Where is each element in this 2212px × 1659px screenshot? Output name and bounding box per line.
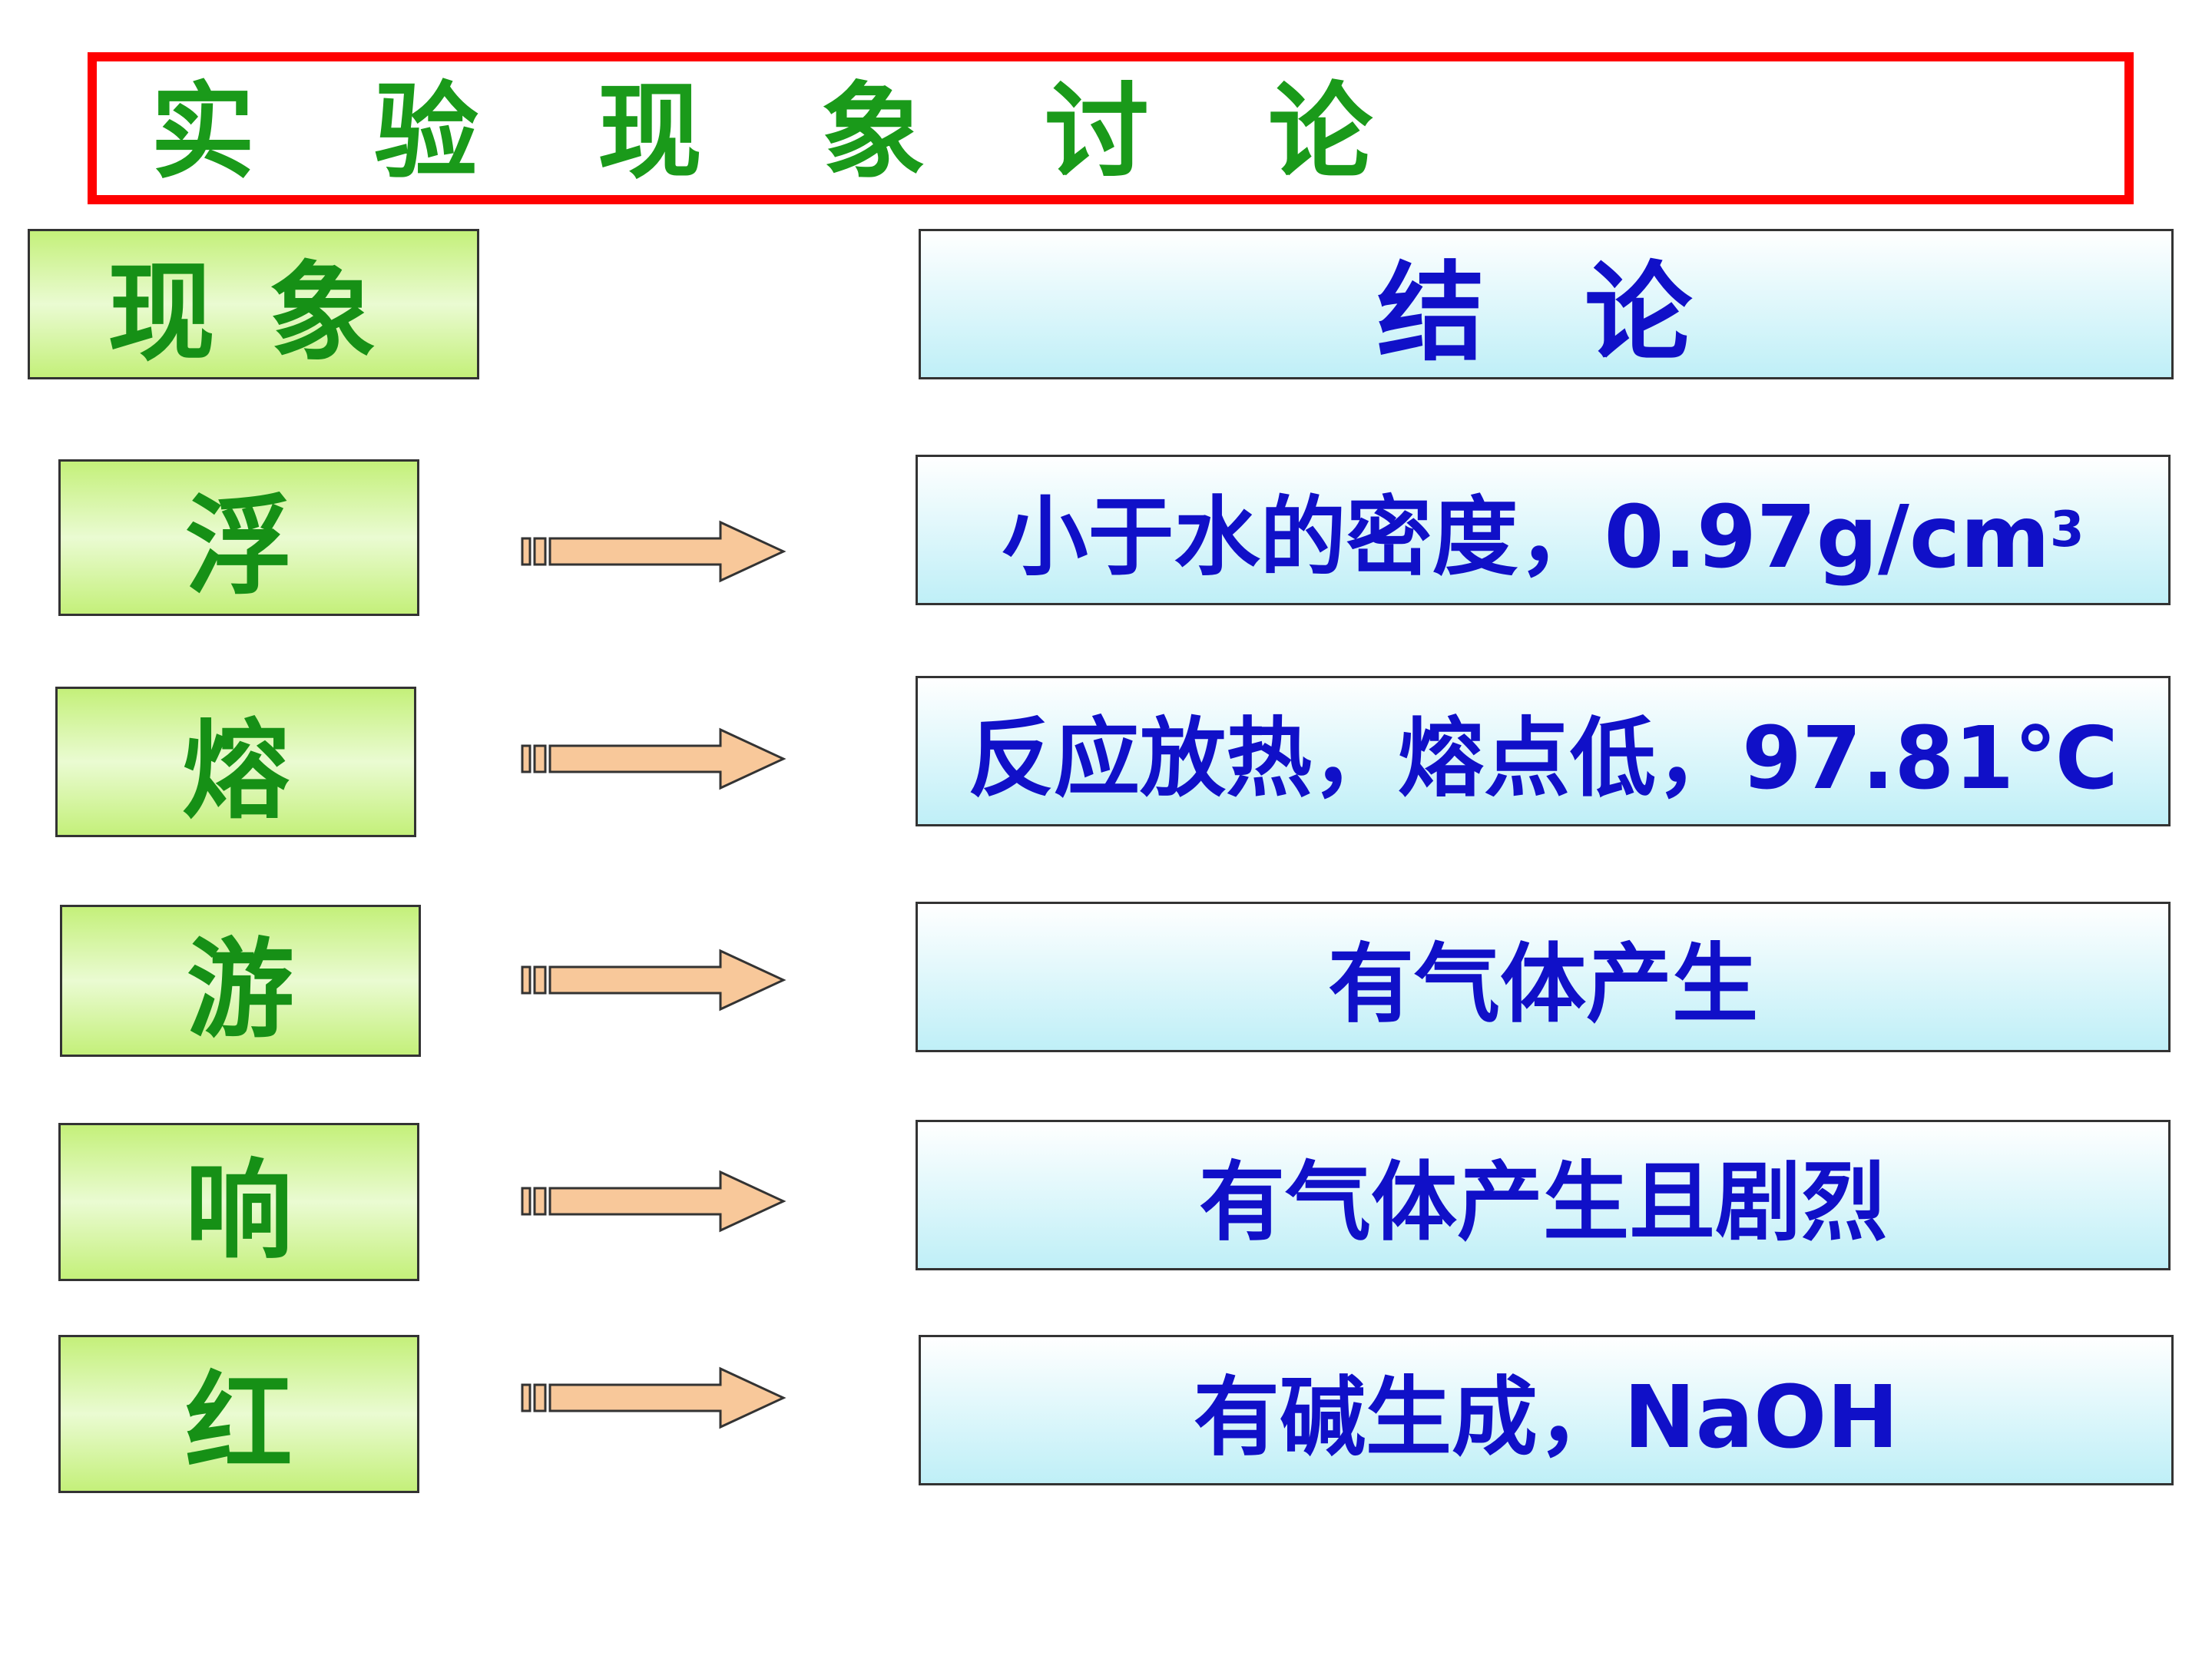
conclusion-text: 反应放热，熔点低，97.81℃ (968, 709, 2118, 809)
phenomenon-box-float: 浮 (58, 459, 419, 616)
phenomenon-label: 熔 (181, 709, 290, 834)
phenomenon-box-red: 红 (58, 1335, 419, 1493)
right-arrow-icon (521, 1366, 786, 1429)
right-arrow-icon (521, 520, 786, 583)
conclusion-text: 小于水的密度，0.97g/cm (1002, 488, 2050, 588)
conclusion-text: 有碱生成，NaOH (1193, 1368, 1899, 1468)
phenomenon-label: 浮 (184, 485, 293, 610)
phenomenon-box-swim: 游 (60, 905, 421, 1057)
right-arrow-icon (521, 1170, 786, 1233)
phenomenon-box-sound: 响 (58, 1123, 419, 1281)
conclusion-box-swim: 有气体产生 (916, 902, 2171, 1052)
phenomenon-header-label: 现象 (107, 251, 430, 376)
conclusion-box-melt: 反应放热，熔点低，97.81℃ (916, 676, 2171, 826)
conclusion-text: 有气体产生 (1328, 935, 1758, 1035)
phenomenon-header: 现象 (28, 229, 479, 379)
conclusion-box-red: 有碱生成，NaOH (919, 1335, 2174, 1485)
conclusion-header: 结论 (919, 229, 2174, 379)
phenomenon-box-melt: 熔 (55, 687, 416, 837)
phenomenon-label: 红 (184, 1361, 293, 1486)
right-arrow-icon (521, 949, 786, 1012)
conclusion-box-sound: 有气体产生且剧烈 (916, 1120, 2171, 1270)
phenomenon-label: 游 (186, 928, 294, 1053)
phenomenon-label: 响 (184, 1149, 293, 1274)
title-box: 实验现象讨论 (88, 52, 2134, 204)
right-arrow-icon (521, 727, 786, 790)
conclusion-text: 有气体产生且剧烈 (1199, 1153, 1887, 1253)
page-title: 实验现象讨论 (151, 72, 1492, 194)
conclusion-header-label: 结论 (1376, 251, 1792, 376)
